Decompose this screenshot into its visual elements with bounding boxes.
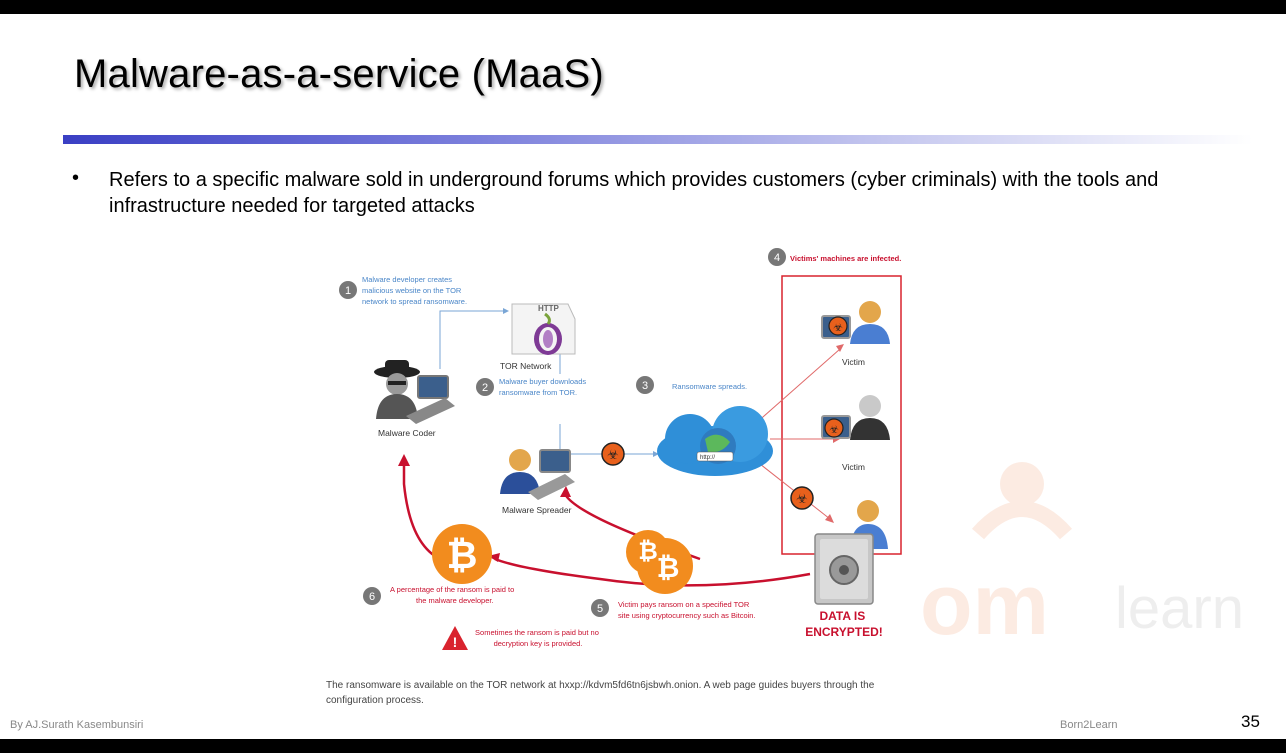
malware-spreader-label: Malware Spreader: [502, 505, 572, 515]
svg-text:₿: ₿: [657, 552, 680, 583]
malware-spreader-icon: [500, 449, 575, 500]
page-number: 35: [1241, 712, 1260, 731]
url-label: http://: [700, 455, 715, 461]
svg-text:3: 3: [642, 380, 648, 392]
step-3-text: Ransomware spreads.: [672, 382, 747, 391]
tor-network-label: TOR Network: [500, 361, 552, 371]
slide-title: Malware-as-a-service (MaaS): [74, 52, 604, 96]
biohazard-icon: ☣: [601, 442, 625, 466]
svg-text:☣: ☣: [607, 447, 619, 462]
tor-network-icon: HTTP: [511, 303, 576, 355]
warning-icon: !: [442, 626, 468, 650]
maas-diagram: om learn: [339, 248, 1244, 653]
watermark-text: learn: [1115, 576, 1244, 641]
footer-author: By AJ.Surath Kasembunsiri: [10, 719, 144, 731]
bullet-marker: •: [72, 167, 80, 189]
bullet-text: Refers to a specific malware sold in und…: [109, 169, 1159, 217]
footer-brand: Born2Learn: [1060, 719, 1118, 731]
svg-text:☣: ☣: [833, 322, 843, 334]
bitcoin-icon: ₿ ₿: [626, 530, 693, 594]
svg-text:!: !: [453, 634, 458, 650]
svg-text:₿: ₿: [447, 535, 478, 577]
svg-text:5: 5: [597, 603, 603, 615]
victim-label-2: Victim: [842, 462, 865, 472]
internet-cloud-icon: http://: [657, 406, 773, 476]
bitcoin-icon: ₿: [432, 524, 492, 584]
svg-text:☣: ☣: [829, 424, 839, 436]
step-badge-5: 5: [591, 599, 609, 617]
svg-text:om: om: [920, 557, 1049, 653]
title-rule: [63, 135, 1253, 144]
svg-text:6: 6: [369, 591, 375, 603]
svg-text:₿: ₿: [638, 538, 658, 565]
svg-text:2: 2: [482, 382, 488, 394]
watermark-logo: om learn: [920, 462, 1244, 653]
step-badge-4: 4: [768, 248, 786, 266]
step-1-text: Malware developer creates malicious webs…: [362, 275, 467, 306]
step-badge-6: 6: [363, 587, 381, 605]
step-2-text: Malware buyer downloads ransomware from …: [499, 377, 588, 397]
warning-text: Sometimes the ransom is paid but no decr…: [475, 628, 601, 648]
step-badge-3: 3: [636, 376, 654, 394]
victim-icon: ☣: [821, 301, 890, 344]
step-5-text: Victim pays ransom on a specified TOR si…: [618, 600, 756, 620]
step-6-text: A percentage of the ransom is paid to th…: [390, 585, 516, 605]
malware-coder-label: Malware Coder: [378, 428, 436, 438]
victim-label-1: Victim: [842, 357, 865, 367]
svg-text:4: 4: [774, 252, 780, 264]
diagram-caption: The ransomware is available on the TOR n…: [326, 680, 875, 706]
svg-text:1: 1: [345, 285, 351, 297]
victim-icon: ☣: [821, 395, 890, 440]
slide: Malware-as-a-service (MaaS) • Refers to …: [0, 14, 1286, 739]
svg-text:☣: ☣: [796, 491, 808, 506]
step-badge-1: 1: [339, 281, 357, 299]
data-encrypted-label: DATA IS ENCRYPTED!: [805, 609, 883, 639]
http-label: HTTP: [538, 304, 560, 313]
step-4-text: Victims' machines are infected.: [790, 254, 901, 263]
biohazard-icon: ☣: [790, 486, 814, 510]
vault-safe-icon: [814, 533, 874, 605]
malware-coder-icon: [374, 360, 455, 424]
step-badge-2: 2: [476, 378, 494, 396]
